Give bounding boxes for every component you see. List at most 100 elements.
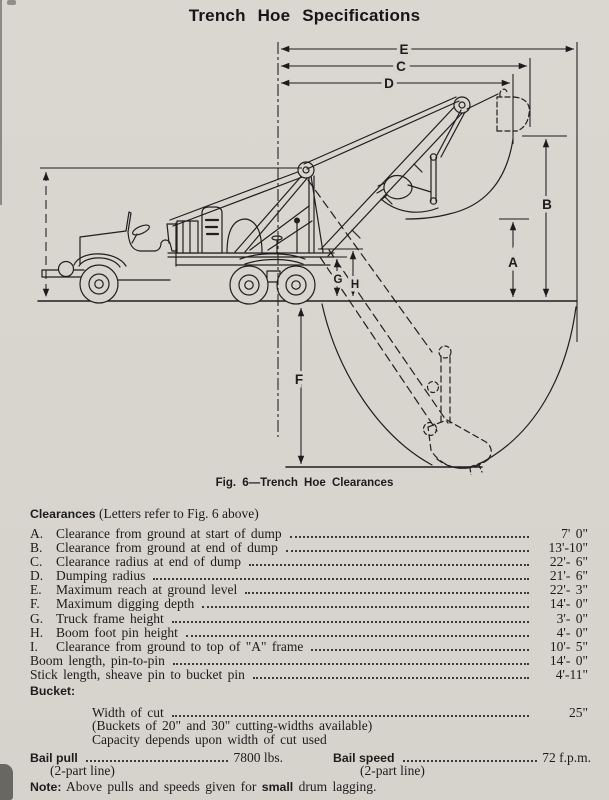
row-label: Clearance from ground to top of "A" fram… (56, 638, 304, 654)
row-letter: F. (30, 596, 40, 612)
scan-corner-mark (7, 0, 16, 5)
clearances-heading-bold: Clearances (30, 507, 96, 521)
row-value: 21'- 6" (549, 568, 588, 584)
dimension-A-label: A (508, 255, 518, 270)
dotted-leader (171, 715, 529, 717)
dotted-leader (185, 634, 529, 637)
row-letter: D. (30, 568, 44, 584)
dimension-D-label: D (384, 76, 394, 91)
dotted-leader (172, 662, 529, 665)
dotted-leader (85, 760, 229, 762)
note-text-1: Above pulls and speeds given for (61, 779, 262, 794)
note-line: Note: Above pulls and speeds given for s… (30, 779, 590, 795)
bail-section: Bail pull 7800 lbs. (2-part line) Bail sp… (30, 750, 591, 778)
row-label: Boom foot pin height (56, 624, 178, 640)
row-label: Clearance from ground at start of dump (56, 526, 282, 541)
dotted-leader (249, 564, 529, 567)
row-value: 22'- 6" (549, 554, 588, 570)
page-title: Trench Hoe Specifications (188, 6, 421, 25)
row-label: Stick length, sheave pin to bucket pin (30, 666, 245, 682)
row-letter: G. (30, 610, 44, 626)
clearances-heading-rest: (Letters refer to Fig. 6 above) (95, 506, 259, 521)
dimension-lines (40, 42, 578, 464)
row-letter: E. (30, 582, 42, 598)
table-row: E. Maximum reach at ground level 22'- 3" (30, 583, 588, 597)
trench-hoe-clearance-diagram: E C D B A G H F (37, 39, 578, 475)
row-value: 7' 0" (561, 526, 588, 541)
dimension-E-label: E (399, 42, 408, 57)
dotted-leader (245, 592, 529, 595)
boom-lowered-dashed (307, 88, 531, 475)
figure-caption: Fig. 6—Trench Hoe Clearances (215, 477, 394, 489)
row-label: Dumping radius (56, 568, 146, 584)
row-label: Clearance radius at end of dump (56, 554, 242, 570)
row-value: 4'- 0" (556, 624, 588, 640)
bail-speed-label: Bail speed (333, 751, 395, 765)
dimension-H-label: H (351, 279, 359, 291)
row-label: Truck frame height (56, 610, 164, 626)
bail-pull-value: 7800 lbs. (233, 750, 283, 765)
dotted-leader (252, 676, 529, 679)
row-label: Boom length, pin-to-pin (30, 652, 165, 668)
scan-edge-artifact (0, 0, 2, 205)
clearances-heading: Clearances (Letters refer to Fig. 6 abov… (30, 506, 259, 522)
bail-pull-label: Bail pull (30, 751, 78, 765)
dimension-B-label: B (542, 197, 552, 212)
end-dump-bucket-dashed (496, 88, 531, 132)
table-row: H. Boom foot pin height 4'- 0" (30, 624, 588, 640)
scan-shadow-blob (0, 764, 13, 800)
bucket-width-row: Width of cut 25" (30, 705, 588, 720)
bail-speed-subnote: (2-part line) (360, 763, 425, 778)
dimension-G-label: G (334, 274, 343, 286)
table-row: I. Clearance from ground to top of "A" fr… (30, 638, 588, 654)
table-row: A.Clearance from ground at start of dump… (30, 526, 588, 541)
row-value: 22'- 3" (549, 582, 588, 598)
row-value: 4'-11" (555, 666, 588, 682)
table-row: D. Dumping radius 21'- 6" (30, 569, 588, 583)
note-bold-word: small (261, 780, 294, 794)
envelope-arc-left (321, 303, 433, 466)
note-text-2: drum lagging. (293, 779, 377, 794)
dimension-labels: E C D B A G H F (291, 39, 555, 391)
bucket-options-line: (Buckets of 20" and 30" cutting-widths a… (92, 718, 373, 733)
row-label: Maximum reach at ground level (56, 582, 238, 598)
row-letter: C. (30, 554, 43, 570)
row-value: 10'- 5" (549, 638, 588, 654)
table-row: G. Truck frame height 3'- 0" (30, 610, 588, 626)
row-value: 14'- 0" (549, 596, 588, 612)
a-frame (169, 161, 324, 253)
bucket-heading: Bucket: (30, 684, 76, 698)
bail-speed-value: 72 f.p.m. (542, 750, 591, 765)
dotted-leader (202, 606, 529, 609)
bucket-width-label: Width of cut (92, 705, 164, 720)
dotted-leader (311, 648, 529, 651)
dotted-leader (171, 620, 529, 623)
bucket-width-value: 25" (568, 705, 588, 720)
envelope-arc-right (474, 306, 577, 467)
row-letter: H. (30, 624, 44, 640)
dump-bucket (376, 153, 439, 213)
dump-path-arc (405, 138, 514, 220)
dotted-leader (289, 536, 529, 538)
row-label: Clearance from ground at end of dump (56, 540, 278, 556)
wheels (79, 264, 316, 305)
steering-wheel (132, 224, 150, 236)
note-lead: Note: (30, 780, 62, 794)
table-row: Stick length, sheave pin to bucket pin 4'… (30, 666, 588, 682)
dimension-C-label: C (396, 59, 406, 74)
bucket-section: Bucket: Width of cut 25" (Buckets of 20" … (30, 684, 588, 747)
row-value: 13'-10" (548, 540, 588, 556)
table-row: C. Clearance radius at end of dump 22'- 6" (30, 555, 588, 569)
boom-raised (303, 93, 499, 257)
row-value: 3'- 0" (556, 610, 588, 626)
clearances-table: A.Clearance from ground at start of dump… (30, 526, 588, 682)
bail-speed-column: Bail speed 72 f.p.m. (2-part line) (333, 750, 591, 778)
bucket-capacity-line: Capacity depends upon width of cut used (92, 732, 327, 747)
truck-drawing (37, 93, 578, 468)
row-label: Maximum digging depth (56, 596, 195, 612)
table-row: F. Maximum digging depth 14'- 0" (30, 597, 588, 611)
row-letter: I. (30, 638, 38, 654)
